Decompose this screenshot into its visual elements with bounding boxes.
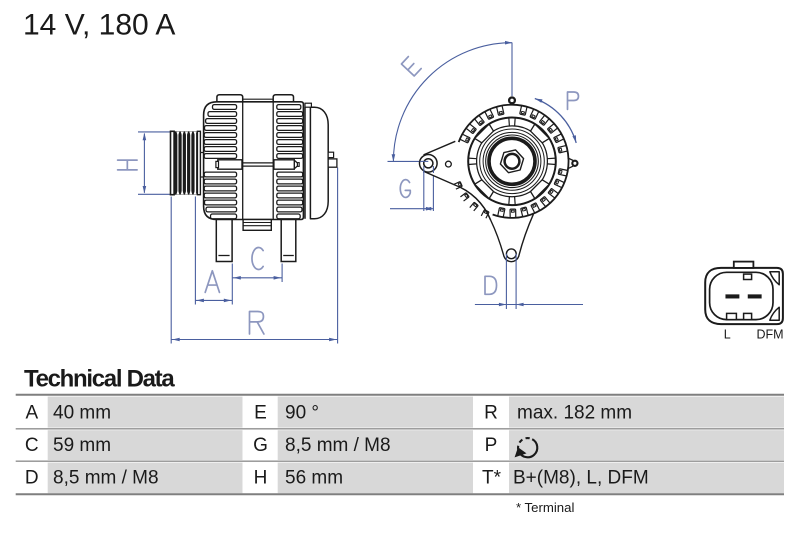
svg-text:H: H: [254, 468, 268, 489]
svg-text:B+(M8), L, DFM: B+(M8), L, DFM: [513, 468, 649, 489]
svg-text:DFM: DFM: [757, 328, 784, 342]
svg-text:* Terminal: * Terminal: [516, 500, 574, 515]
svg-text:L: L: [724, 328, 731, 342]
svg-text:C: C: [25, 435, 39, 456]
svg-text:T*: T*: [482, 468, 502, 489]
svg-text:P: P: [485, 435, 498, 456]
svg-text:Technical Data: Technical Data: [24, 366, 175, 393]
svg-text:14 V, 180 A: 14 V, 180 A: [23, 8, 175, 41]
svg-text:max. 182 mm: max. 182 mm: [517, 403, 632, 424]
svg-text:D: D: [25, 468, 39, 489]
svg-text:A: A: [25, 403, 38, 424]
svg-text:59 mm: 59 mm: [53, 435, 111, 456]
svg-text:8,5 mm / M8: 8,5 mm / M8: [53, 468, 159, 489]
svg-text:90 °: 90 °: [285, 403, 319, 424]
svg-text:R: R: [484, 403, 498, 424]
svg-text:56 mm: 56 mm: [285, 468, 343, 489]
svg-text:40 mm: 40 mm: [53, 403, 111, 424]
svg-text:8,5 mm / M8: 8,5 mm / M8: [285, 435, 391, 456]
svg-text:G: G: [253, 435, 268, 456]
svg-text:E: E: [254, 403, 267, 424]
